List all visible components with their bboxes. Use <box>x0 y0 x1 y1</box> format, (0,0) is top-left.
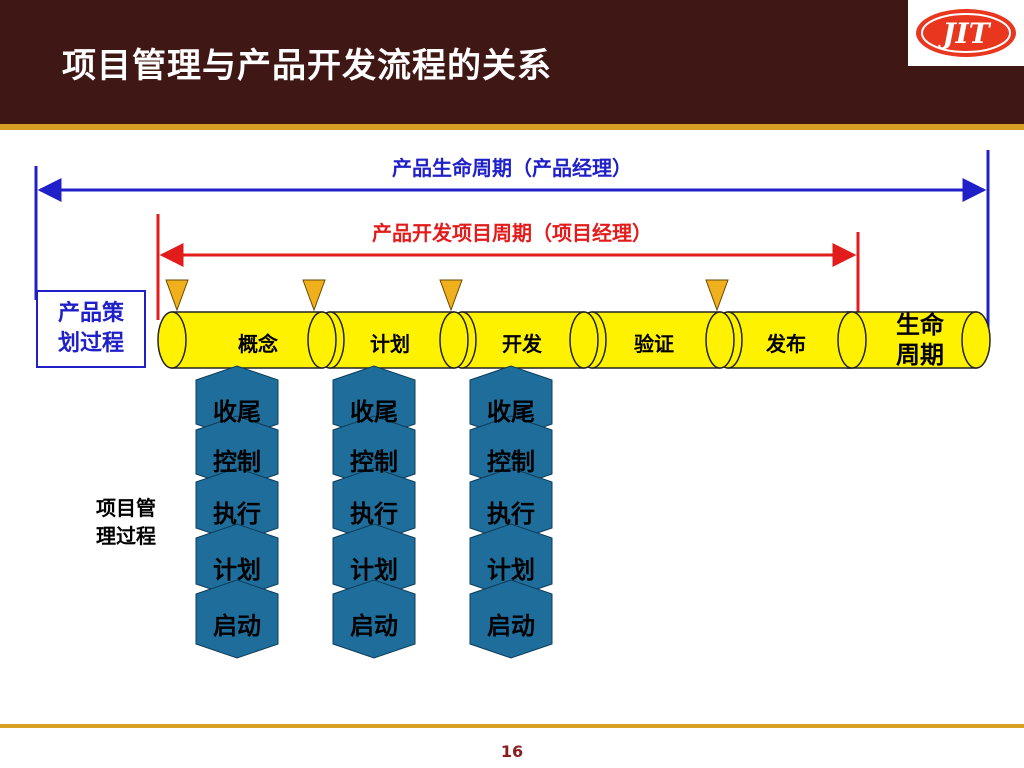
stack1-step-initiate: 启动 <box>213 612 261 640</box>
pm-label-line-1: 项目管 <box>96 496 156 520</box>
stack2-step-initiate: 启动 <box>350 612 398 640</box>
lifecycle-end-line-1: 生命 <box>896 311 944 339</box>
gate-triangle-2 <box>302 279 326 312</box>
stack2-step-plan: 计划 <box>350 556 398 584</box>
stack3-segment-execute <box>469 467 553 543</box>
gate-triangle-3 <box>439 279 463 312</box>
stack1-segment-execute <box>195 467 279 543</box>
phase-cylinder-concept <box>157 311 337 369</box>
stack3-step-plan: 计划 <box>487 556 535 584</box>
stack1-step-plan: 计划 <box>213 556 261 584</box>
stack3-segment-plan <box>469 523 553 599</box>
project-cycle-label: 产品开发项目周期（项目经理） <box>372 221 652 245</box>
stack2-segment-initiate <box>332 579 416 659</box>
phase-label-develop: 开发 <box>502 332 542 356</box>
stack1-segment-close <box>195 365 279 439</box>
stack1-segment-plan <box>195 523 279 599</box>
footer-stripe <box>0 724 1024 728</box>
stack3-segment-control <box>469 415 553 489</box>
stack1-step-control: 控制 <box>213 448 261 476</box>
stack2-segment-close <box>332 365 416 439</box>
stack1-segment-control <box>195 415 279 489</box>
lifecycle-end-label: 生命 周期 <box>880 310 960 370</box>
planning-line-2: 划过程 <box>57 331 124 356</box>
product-planning-box: 产品策 划过程 <box>36 290 146 368</box>
stack2-segment-plan <box>332 523 416 599</box>
stack3-step-initiate: 启动 <box>487 612 535 640</box>
jit-logo: JIT <box>908 0 1024 66</box>
stack3-step-execute: 执行 <box>487 500 535 528</box>
gate-triangle-1 <box>165 279 189 312</box>
stack1-step-close: 收尾 <box>213 398 261 426</box>
stack2-step-execute: 执行 <box>350 500 398 528</box>
stack2-step-close: 收尾 <box>350 398 398 426</box>
planning-line-1: 产品策 <box>57 301 124 326</box>
gate-triangle-4 <box>705 279 729 312</box>
product-lifecycle-label: 产品生命周期（产品经理） <box>392 156 632 180</box>
header-stripe <box>0 124 1024 130</box>
pm-label-line-2: 理过程 <box>96 524 156 548</box>
logo-text: JIT <box>937 17 991 50</box>
page-title: 项目管理与产品开发流程的关系 <box>62 46 552 86</box>
header-bar <box>0 0 1024 124</box>
stack2-step-control: 控制 <box>350 448 398 476</box>
stack1-segment-initiate <box>195 579 279 659</box>
page-number: 16 <box>500 742 524 761</box>
stack3-step-control: 控制 <box>487 448 535 476</box>
lifecycle-end-line-2: 周期 <box>896 341 944 369</box>
phase-label-concept: 概念 <box>238 332 278 356</box>
stack1-step-execute: 执行 <box>213 500 261 528</box>
phase-label-release: 发布 <box>766 332 806 356</box>
phase-label-plan: 计划 <box>370 332 410 356</box>
phase-label-verify: 验证 <box>634 332 674 356</box>
stack3-segment-initiate <box>469 579 553 659</box>
stack3-segment-close <box>469 365 553 439</box>
pm-process-label: 项目管 理过程 <box>78 494 174 550</box>
stack2-segment-execute <box>332 467 416 543</box>
stack3-step-close: 收尾 <box>487 398 535 426</box>
stack2-segment-control <box>332 415 416 489</box>
